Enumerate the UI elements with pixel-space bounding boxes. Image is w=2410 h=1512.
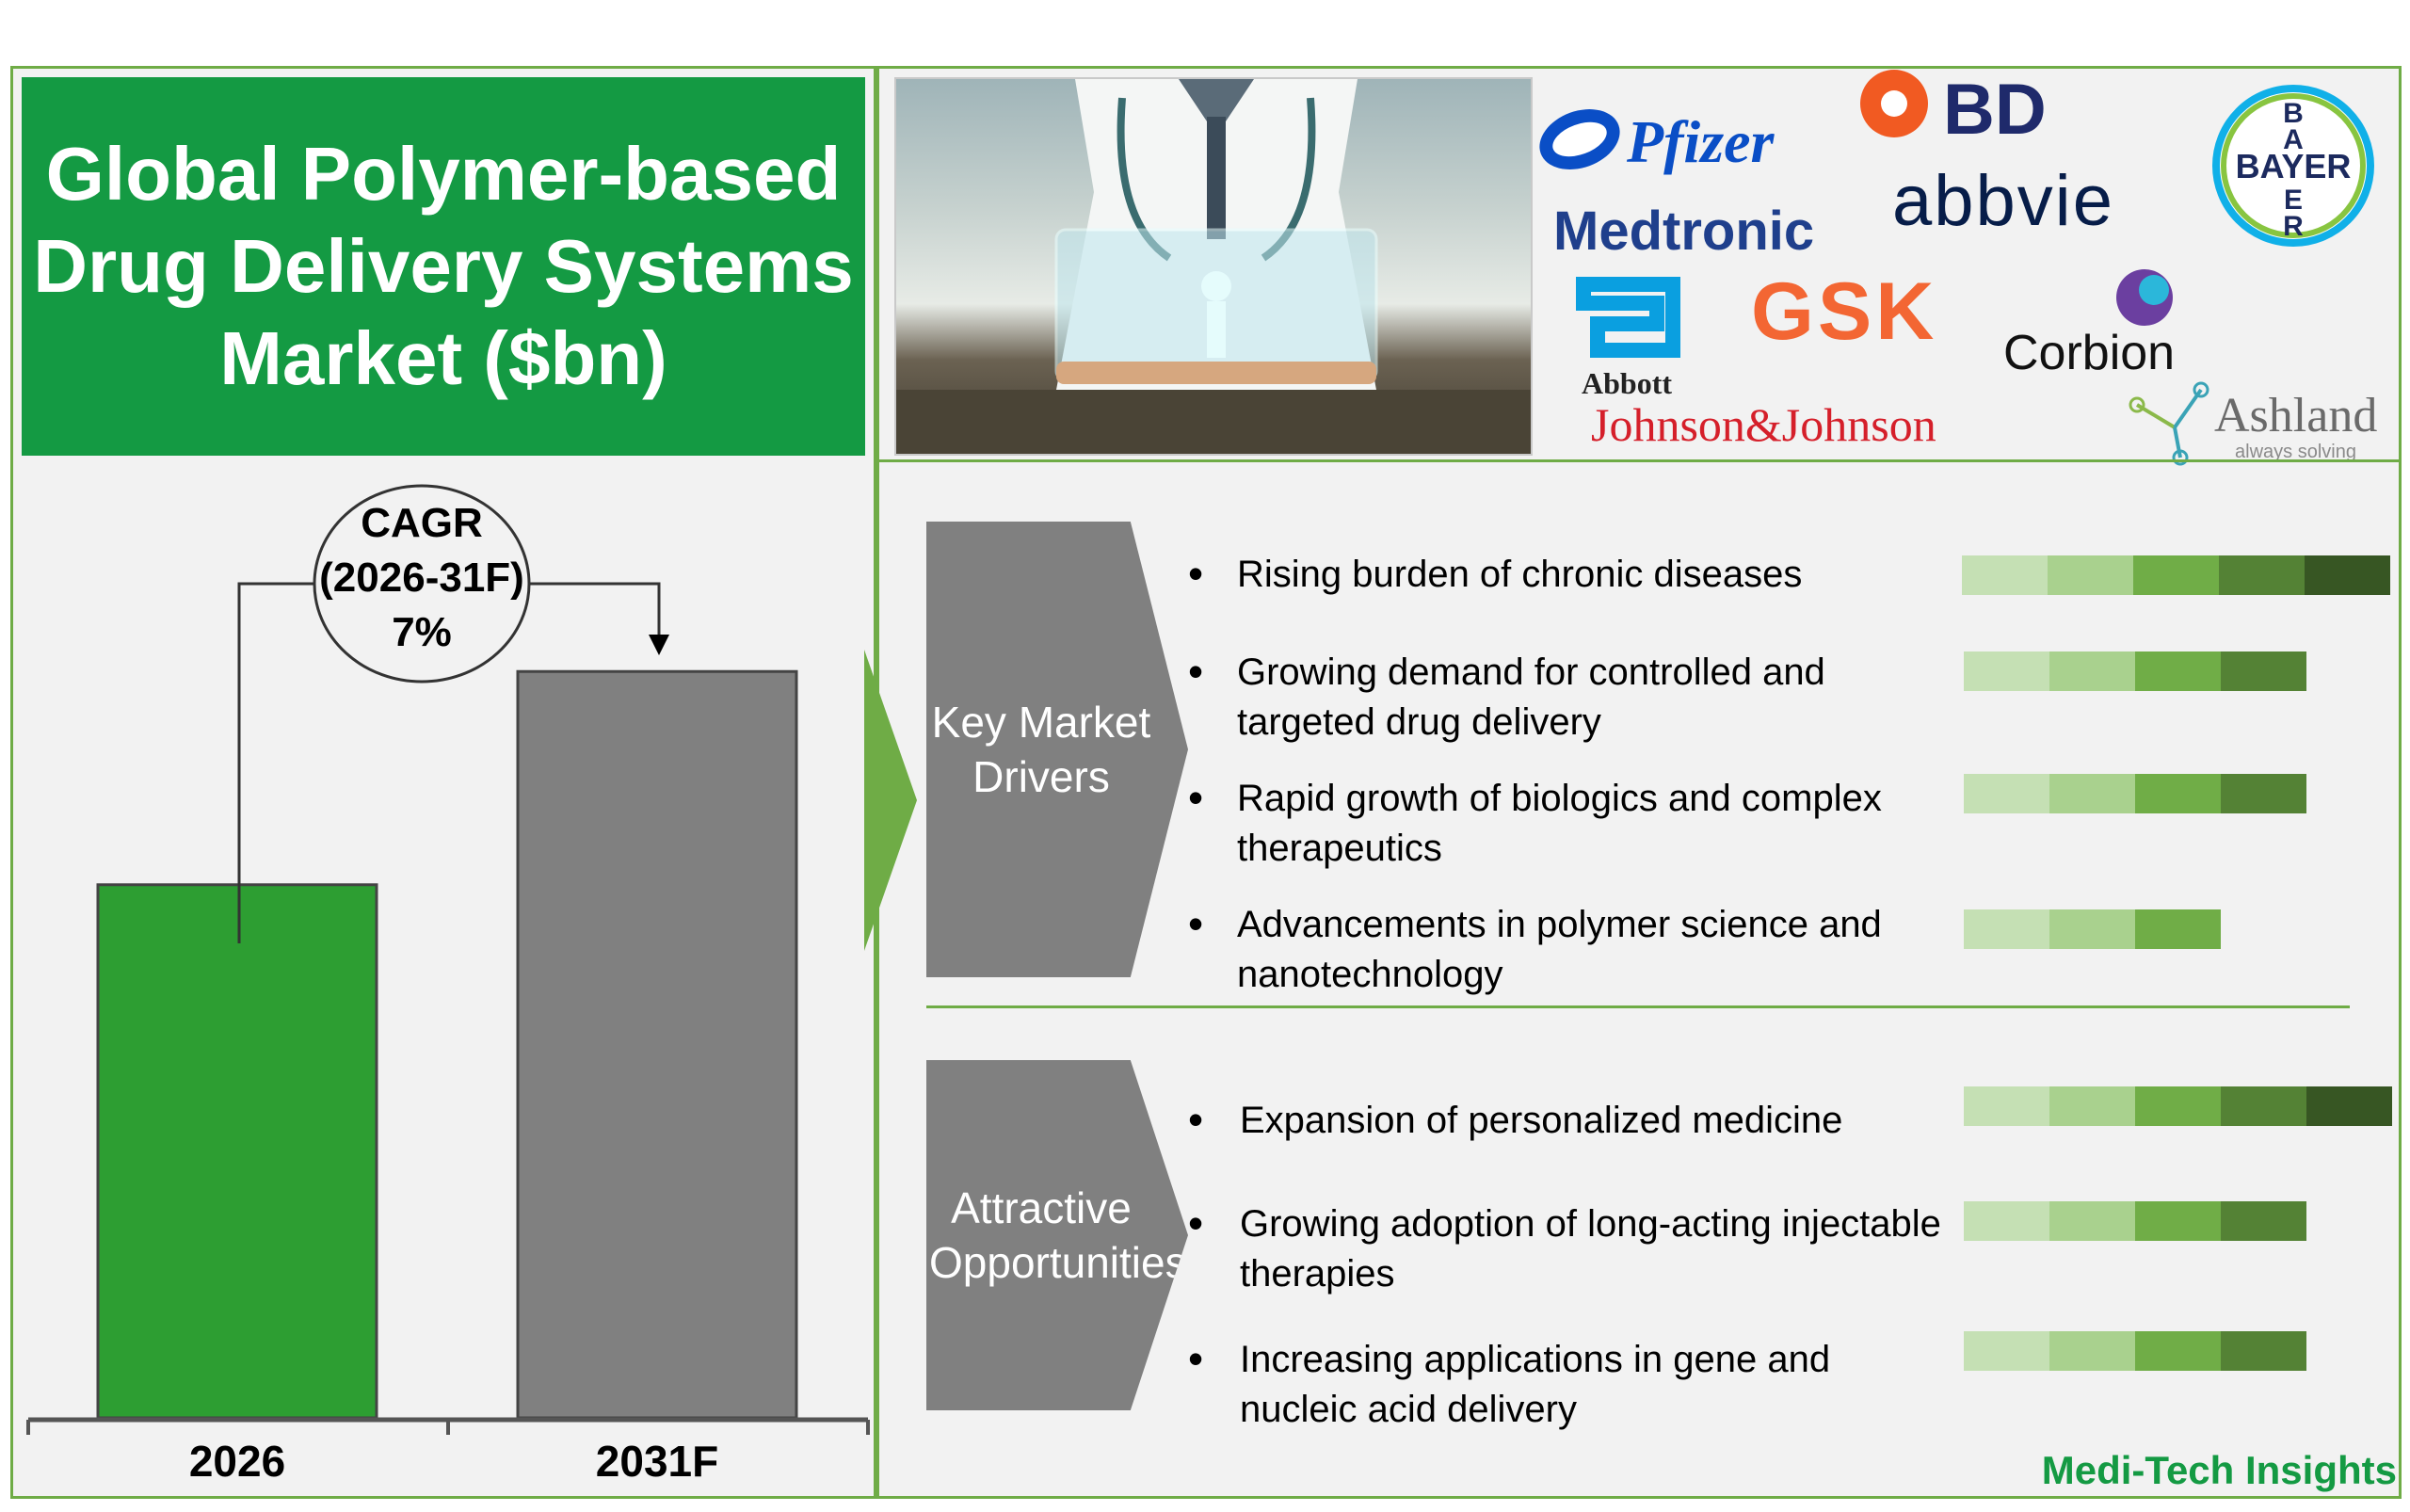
bayer-logo: BAYER B A E R [2209, 81, 2378, 255]
impact-segment [2049, 651, 2135, 691]
svg-text:Corbion: Corbion [2003, 326, 2175, 380]
impact-segment [1964, 774, 2049, 813]
impact-segment [1962, 555, 2048, 595]
drivers-label: Key Market Drivers [931, 698, 1151, 801]
opportunities-label: Attractive Opportunities [929, 1183, 1187, 1287]
jnj-logo: Johnson&Johnson [1591, 398, 1936, 451]
bar-2026 [96, 883, 378, 1420]
driver-item-2: Growing demand for controlled and target… [1237, 651, 1825, 743]
impact-segment [2135, 651, 2221, 691]
driver-item-4: Advancements in polymer science and nano… [1237, 904, 1882, 995]
pfizer-logo: Pfizer [1534, 90, 1826, 199]
impact-segment [2135, 1086, 2221, 1126]
impact-segment [2049, 1331, 2135, 1371]
impact-segment [2049, 1201, 2135, 1241]
bullet: • [1188, 899, 1204, 948]
brand-label: Medi-Tech Insights [2041, 1448, 2397, 1492]
opportunities-chevron: Attractive Opportunities [926, 1060, 1188, 1410]
svg-text:A: A [2283, 124, 2304, 155]
impact-bar [1964, 909, 2221, 949]
impact-segment [2135, 1331, 2221, 1371]
impact-segment [2135, 774, 2221, 813]
corbion-logo: Corbion [2003, 265, 2192, 393]
impact-segment [2049, 774, 2135, 813]
svg-text:R: R [2283, 211, 2304, 242]
bullet: • [1188, 1095, 1204, 1144]
impact-segment [2049, 1086, 2135, 1126]
bd-logo: BD [1856, 66, 2054, 155]
impact-segment [2135, 909, 2221, 949]
medtronic-logo: Medtronic [1553, 201, 1815, 262]
svg-text:BD: BD [1943, 70, 2047, 150]
cagr-arrowhead [649, 635, 669, 655]
ashland-logo: Ashland always solving [2128, 377, 2401, 475]
impact-segment [2049, 909, 2135, 949]
svg-text:Ashland: Ashland [2214, 389, 2377, 442]
impact-segment [2306, 1086, 2392, 1126]
svg-text:E: E [2284, 185, 2303, 216]
impact-segment [1964, 1086, 2049, 1126]
bullet: • [1188, 1334, 1204, 1383]
impact-bar [1964, 651, 2306, 691]
svg-text:Pfizer: Pfizer [1626, 108, 1775, 175]
abbvie-logo: abbvie [1892, 161, 2114, 241]
chart-title: Global Polymer-based Drug Delivery Syste… [22, 77, 865, 456]
impact-segment [2221, 1331, 2306, 1371]
impact-segment [1964, 1331, 2049, 1371]
bullet: • [1188, 549, 1204, 598]
section-divider [926, 1005, 2350, 1008]
top-right-divider [879, 459, 2401, 462]
x-tick-label: 2026 [189, 1437, 285, 1486]
bar-2031f [516, 669, 798, 1420]
impact-bar [1962, 555, 2390, 595]
impact-segment [2305, 555, 2390, 595]
bullet: • [1188, 647, 1204, 696]
opportunity-item-3: Increasing applications in gene and nucl… [1240, 1339, 1831, 1430]
doctor-photo [894, 77, 1533, 456]
bullet: • [1188, 773, 1204, 822]
drivers-chevron: Key Market Drivers [926, 522, 1188, 977]
impact-bar [1964, 774, 2306, 813]
svg-text:Abbott: Abbott [1582, 366, 1672, 397]
x-tick-label: 2031F [596, 1437, 718, 1486]
driver-item-3: Rapid growth of biologics and complex th… [1237, 778, 1882, 869]
opportunity-item-1: Expansion of personalized medicine [1240, 1100, 1843, 1141]
impact-segment [2221, 1201, 2306, 1241]
impact-segment [2221, 651, 2306, 691]
impact-bar [1964, 1086, 2392, 1126]
driver-item-1: Rising burden of chronic diseases [1237, 554, 1803, 595]
impact-segment [2135, 1201, 2221, 1241]
impact-segment [2048, 555, 2133, 595]
gsk-logo: GSK [1751, 266, 1938, 357]
cagr-bubble [313, 484, 531, 684]
impact-bar [1964, 1331, 2306, 1371]
opportunity-item-2: Growing adoption of long-acting injectab… [1240, 1203, 1941, 1295]
svg-text:BAYER: BAYER [2236, 147, 2352, 185]
impact-segment [1964, 909, 2049, 949]
impact-segment [2219, 555, 2305, 595]
impact-segment [1964, 1201, 2049, 1241]
impact-segment [2221, 774, 2306, 813]
impact-segment [2221, 1086, 2306, 1126]
bullet: • [1188, 1198, 1204, 1247]
impact-bar [1964, 1201, 2306, 1241]
impact-segment [2133, 555, 2219, 595]
svg-text:B: B [2283, 98, 2304, 129]
svg-text:always solving: always solving [2235, 442, 2356, 462]
cagr-label: CAGR(2026-31F)7% [319, 500, 524, 655]
abbott-logo: Abbott [1574, 275, 1696, 402]
impact-segment [1964, 651, 2049, 691]
market-bar-chart: CAGR(2026-31F)7% 2026 2031F [26, 484, 870, 1486]
